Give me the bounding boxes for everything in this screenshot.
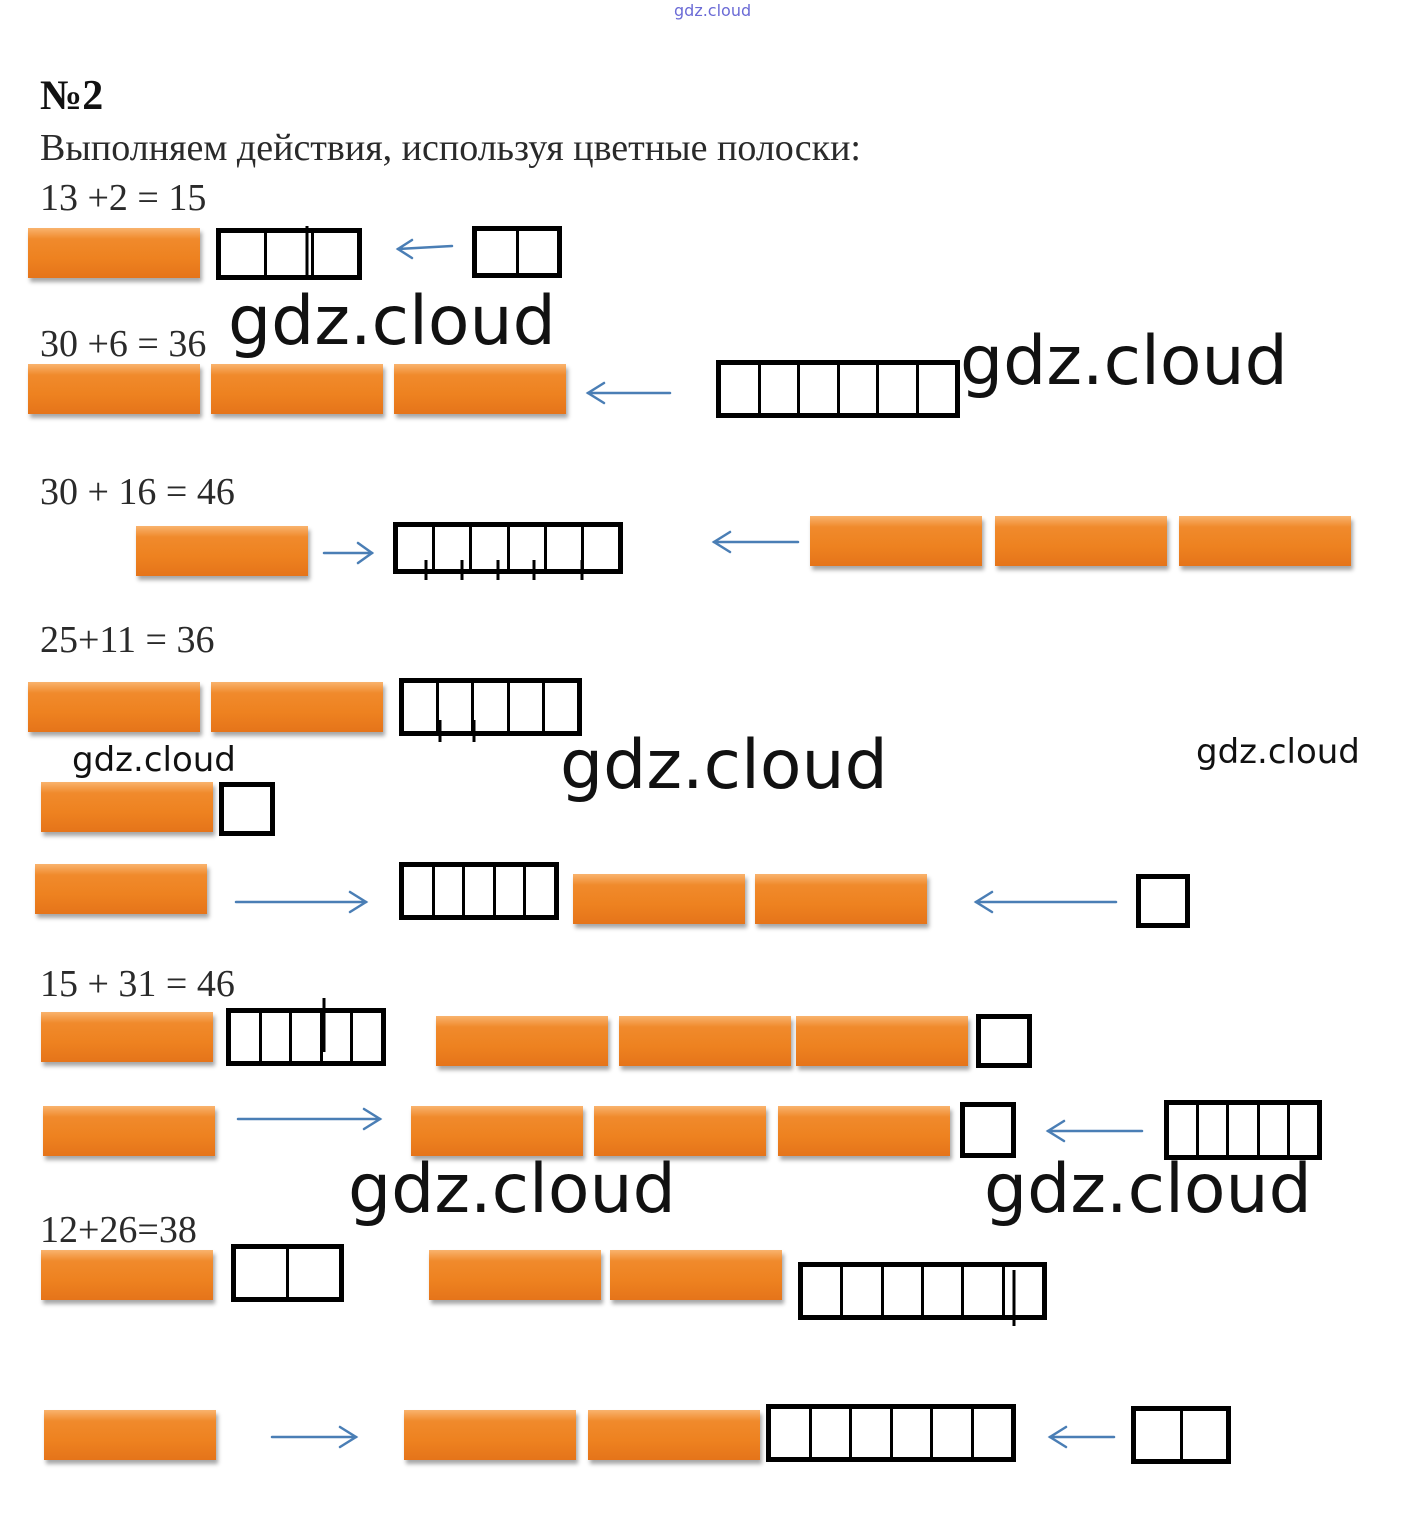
ten-bar bbox=[211, 364, 383, 414]
ten-bar bbox=[136, 526, 308, 576]
ten-bar bbox=[404, 1410, 576, 1460]
units-strip bbox=[766, 1404, 1016, 1462]
arrow-left-icon bbox=[973, 890, 1118, 914]
ten-bar bbox=[28, 228, 200, 278]
ten-bar bbox=[411, 1106, 583, 1156]
equation-5: 15 + 31 = 46 bbox=[40, 963, 235, 1005]
ten-bar bbox=[28, 364, 200, 414]
arrow-right-icon bbox=[234, 890, 369, 914]
units-strip bbox=[216, 228, 362, 280]
arrow-left-icon bbox=[585, 381, 672, 405]
units-strip bbox=[1131, 1406, 1231, 1464]
ten-bar bbox=[995, 516, 1167, 566]
arrow-right-icon bbox=[236, 1107, 383, 1131]
arrow-left-icon bbox=[1045, 1119, 1144, 1143]
units-strip bbox=[1164, 1100, 1322, 1160]
ten-bar bbox=[619, 1016, 791, 1066]
ten-bar bbox=[796, 1016, 968, 1066]
ten-bar bbox=[755, 874, 927, 924]
unit-cube bbox=[1136, 874, 1190, 928]
ten-bar bbox=[41, 782, 213, 832]
ten-bar bbox=[1179, 516, 1351, 566]
ten-bar bbox=[594, 1106, 766, 1156]
task-number: №2 bbox=[40, 73, 104, 119]
ten-bar bbox=[429, 1250, 601, 1300]
unit-cube bbox=[960, 1102, 1016, 1158]
ten-bar bbox=[41, 1250, 213, 1300]
ten-bar bbox=[44, 1410, 216, 1460]
instruction-text: Выполняем действия, используя цветные по… bbox=[40, 127, 861, 169]
arrow-left-icon bbox=[395, 238, 454, 260]
ten-bar bbox=[610, 1250, 782, 1300]
ten-bar bbox=[35, 864, 207, 914]
ten-bar bbox=[211, 682, 383, 732]
arrow-left-icon bbox=[1047, 1425, 1116, 1449]
ten-bar bbox=[436, 1016, 608, 1066]
watermark: gdz.cloud bbox=[560, 726, 888, 805]
arrow-right-icon bbox=[322, 541, 375, 565]
watermark: gdz.cloud bbox=[348, 1150, 676, 1229]
units-strip bbox=[399, 862, 559, 920]
ten-bar bbox=[394, 364, 566, 414]
ten-bar bbox=[43, 1106, 215, 1156]
watermark: gdz.cloud bbox=[960, 322, 1288, 401]
equation-3: 30 + 16 = 46 bbox=[40, 471, 235, 513]
equation-2: 30 +6 = 36 bbox=[40, 323, 207, 365]
header-watermark: gdz.cloud bbox=[674, 1, 752, 20]
watermark: gdz.cloud bbox=[984, 1150, 1312, 1229]
unit-cube bbox=[976, 1014, 1032, 1068]
equation-6: 12+26=38 bbox=[40, 1209, 197, 1251]
ten-bar bbox=[778, 1106, 950, 1156]
arrow-left-icon bbox=[711, 530, 800, 554]
ten-bar bbox=[41, 1012, 213, 1062]
units-strip bbox=[226, 1008, 386, 1066]
units-strip bbox=[393, 522, 623, 574]
equation-4: 25+11 = 36 bbox=[40, 619, 215, 661]
units-strip bbox=[231, 1244, 344, 1302]
units-strip bbox=[798, 1262, 1047, 1320]
units-strip bbox=[399, 678, 582, 736]
units-strip bbox=[716, 360, 960, 418]
watermark: gdz.cloud bbox=[72, 740, 236, 780]
watermark: gdz.cloud bbox=[1196, 732, 1360, 772]
units-strip bbox=[472, 226, 562, 278]
arrow-right-icon bbox=[270, 1425, 359, 1449]
ten-bar bbox=[810, 516, 982, 566]
equation-1: 13 +2 = 15 bbox=[40, 177, 207, 219]
watermark: gdz.cloud bbox=[228, 282, 556, 361]
unit-cube bbox=[219, 782, 275, 836]
ten-bar bbox=[28, 682, 200, 732]
ten-bar bbox=[588, 1410, 760, 1460]
ten-bar bbox=[573, 874, 745, 924]
